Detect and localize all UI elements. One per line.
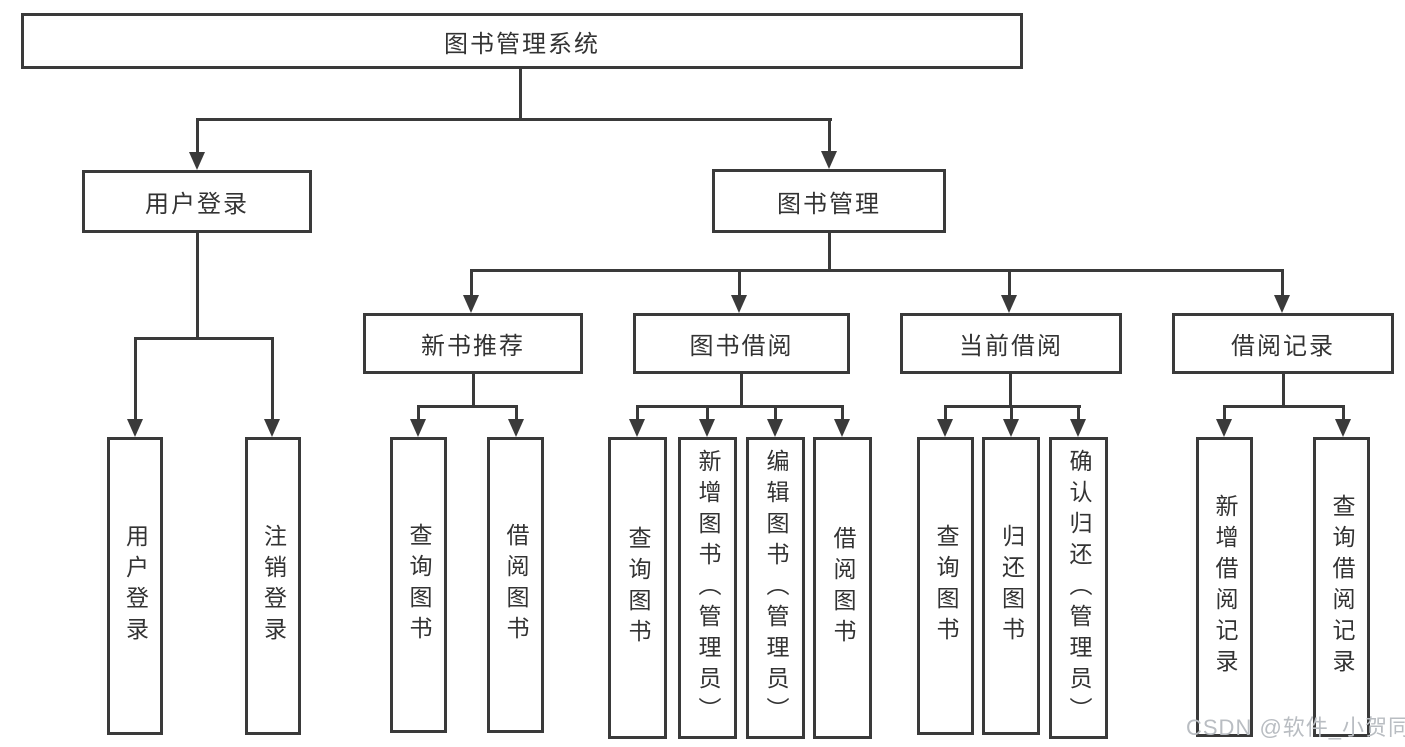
connector-line <box>1008 269 1011 295</box>
connector-line <box>1077 405 1080 419</box>
arrow-down-icon <box>1001 295 1017 313</box>
arrow-down-icon <box>731 295 747 313</box>
connector-line <box>470 269 473 295</box>
arrow-down-icon <box>508 419 524 437</box>
leaf-logout: 注销登录 <box>245 437 301 735</box>
leaf-label: 查询图书 <box>933 524 959 648</box>
leaf-return-books: 归还图书 <box>982 437 1040 735</box>
connector-line <box>271 337 274 419</box>
leaf-label: 确认归还（管理员） <box>1066 448 1092 728</box>
leaf-user-login: 用户登录 <box>107 437 163 735</box>
leaf-label: 新增借阅记录 <box>1212 494 1238 680</box>
arrow-down-icon <box>699 419 715 437</box>
leaf-add-borrow-record: 新增借阅记录 <box>1196 437 1253 737</box>
arrow-down-icon <box>629 419 645 437</box>
node-label: 借阅记录 <box>1231 333 1335 360</box>
leaf-label: 查询借阅记录 <box>1329 494 1355 680</box>
node-book-management: 图书管理 <box>712 169 946 233</box>
node-current-borrow: 当前借阅 <box>900 313 1122 374</box>
leaf-label: 归还图书 <box>998 524 1025 648</box>
leaf-query-books-current: 查询图书 <box>917 437 974 735</box>
leaf-label: 注销登录 <box>260 524 287 648</box>
arrow-down-icon <box>410 419 426 437</box>
leaf-query-books-borrow: 查询图书 <box>608 437 667 739</box>
connector-line <box>417 405 420 419</box>
arrow-down-icon <box>264 419 280 437</box>
leaf-confirm-return-admin: 确认归还（管理员） <box>1049 437 1108 739</box>
node-user-login: 用户登录 <box>82 170 312 233</box>
node-library-system: 图书管理系统 <box>21 13 1023 69</box>
connector-line <box>1223 405 1345 408</box>
arrow-down-icon <box>1003 419 1019 437</box>
connector-line <box>519 69 522 118</box>
leaf-borrow-books-recommend: 借阅图书 <box>487 437 544 733</box>
leaf-label: 借阅图书 <box>830 526 856 650</box>
connector-line <box>1342 405 1345 419</box>
leaf-borrow-books: 借阅图书 <box>813 437 872 739</box>
node-label: 图书借阅 <box>689 333 794 360</box>
leaf-query-borrow-record: 查询借阅记录 <box>1313 437 1370 737</box>
connector-line <box>470 269 1284 272</box>
node-label: 用户登录 <box>145 191 249 218</box>
arrow-down-icon <box>834 419 850 437</box>
connector-line <box>472 374 475 405</box>
node-label: 当前借阅 <box>959 333 1063 360</box>
leaf-edit-book-admin: 编辑图书（管理员） <box>746 437 805 739</box>
connector-line <box>1223 405 1226 419</box>
arrow-down-icon <box>1070 419 1086 437</box>
node-new-book-recommend: 新书推荐 <box>363 313 583 374</box>
arrow-down-icon <box>127 419 143 437</box>
leaf-query-books-recommend: 查询图书 <box>390 437 447 733</box>
connector-line <box>944 405 947 419</box>
connector-line <box>636 405 844 408</box>
arrow-down-icon <box>1216 419 1232 437</box>
leaf-label: 编辑图书（管理员） <box>763 448 789 728</box>
arrow-down-icon <box>767 419 783 437</box>
node-borrow-records: 借阅记录 <box>1172 313 1394 374</box>
connector-line <box>738 269 741 295</box>
connector-line <box>706 405 709 419</box>
connector-line <box>196 118 199 152</box>
leaf-label: 新增图书（管理员） <box>695 448 721 728</box>
node-label: 图书管理系统 <box>444 30 600 58</box>
arrow-down-icon <box>821 151 837 169</box>
connector-line <box>196 233 199 337</box>
node-label: 图书管理 <box>777 190 881 218</box>
leaf-label: 查询图书 <box>406 523 432 647</box>
connector-line <box>636 405 639 419</box>
arrow-down-icon <box>189 152 205 170</box>
arrow-down-icon <box>937 419 953 437</box>
connector-line <box>740 374 743 405</box>
connector-line <box>828 233 831 269</box>
connector-line <box>1010 405 1013 419</box>
connector-line <box>1281 269 1284 295</box>
leaf-label: 用户登录 <box>122 524 149 648</box>
arrow-down-icon <box>1274 295 1290 313</box>
connector-line <box>1282 374 1285 405</box>
connector-line <box>134 337 274 340</box>
connector-line <box>841 405 844 419</box>
watermark: CSDN @软件_小贺同学 <box>1186 715 1405 740</box>
leaf-label: 借阅图书 <box>503 523 529 647</box>
connector-line <box>515 405 518 419</box>
connector-line <box>828 118 831 151</box>
leaf-add-book-admin: 新增图书（管理员） <box>678 437 737 739</box>
connector-line <box>1009 374 1012 405</box>
arrow-down-icon <box>1335 419 1351 437</box>
connector-line <box>196 118 832 121</box>
node-label: 新书推荐 <box>421 333 525 360</box>
leaf-label: 查询图书 <box>625 526 651 650</box>
arrow-down-icon <box>463 295 479 313</box>
connector-line <box>417 405 518 408</box>
connector-line <box>774 405 777 419</box>
node-book-borrow: 图书借阅 <box>633 313 850 374</box>
connector-line <box>134 337 137 419</box>
